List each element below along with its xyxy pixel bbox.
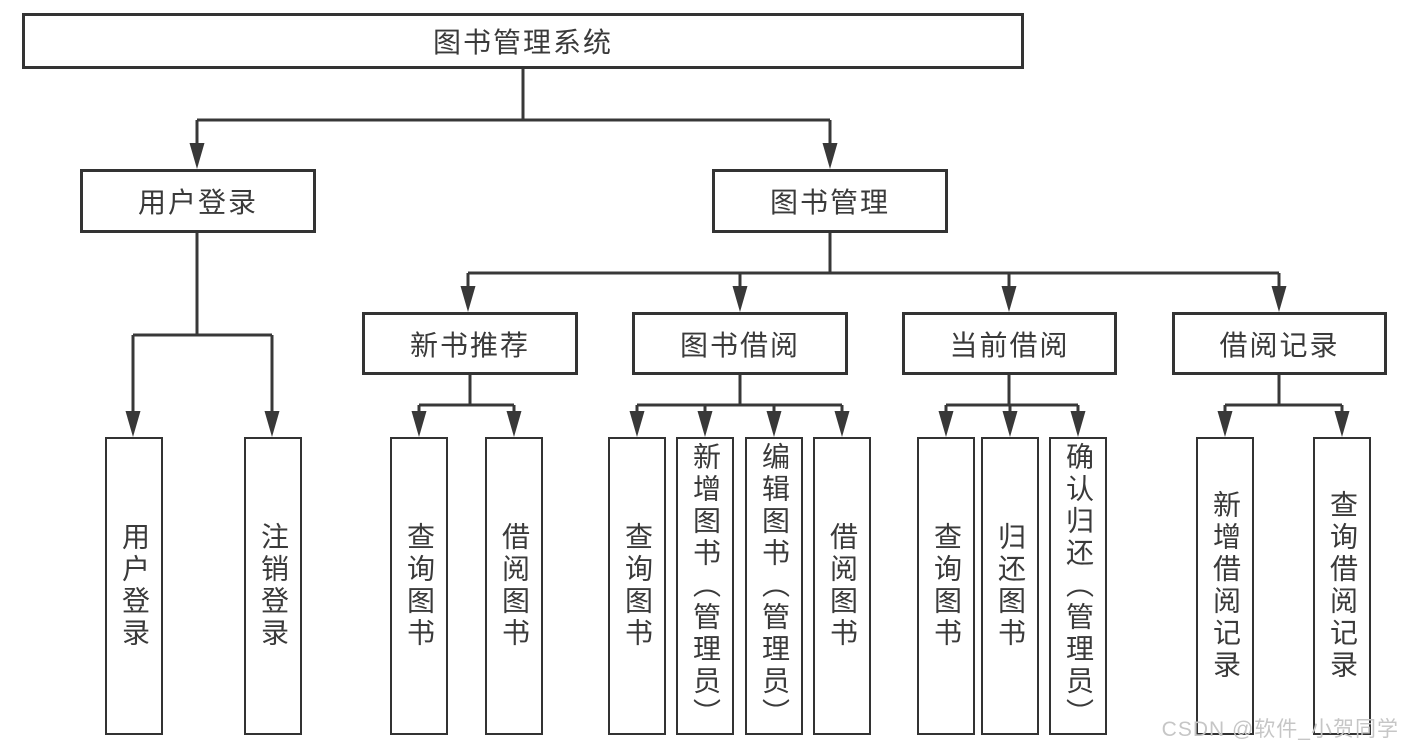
leaf-query-borrow-record: 查询借阅记录 [1313,437,1371,735]
arrowhead [822,143,838,169]
connector-records-split [1223,375,1344,415]
arrowhead [411,411,427,437]
connector-current-split [944,375,1080,415]
connector-root-split [195,69,832,147]
node-label: 借阅记录 [1219,329,1340,361]
node-label: 查询借阅记录 [1327,490,1358,682]
arrowhead [697,411,713,437]
leaf-user-login: 用户登录 [105,437,163,735]
node-borrow-records: 借阅记录 [1172,312,1387,375]
leaf-add-borrow-record: 新增借阅记录 [1196,437,1254,735]
node-book-management: 图书管理 [712,169,948,233]
arrowhead [189,143,205,169]
node-library-management-system: 图书管理系统 [22,13,1024,69]
arrowhead [264,411,280,437]
node-label: 当前借阅 [949,329,1070,361]
node-label: 确认归还（管理员） [1063,442,1094,730]
node-label: 新书推荐 [409,329,530,361]
node-label: 用户登录 [137,187,258,218]
node-label: 借阅图书 [827,522,858,650]
node-label: 注销登录 [258,522,289,650]
leaf-query-books-recommend: 查询图书 [390,437,448,735]
node-label: 图书借阅 [679,329,800,361]
node-label: 查询图书 [622,522,653,650]
node-label: 图书管理 [769,187,890,218]
arrowhead [125,411,141,437]
arrowhead [938,411,954,437]
node-label: 编辑图书（管理员） [759,442,790,730]
node-label: 查询图书 [404,522,435,650]
arrowhead [1070,411,1086,437]
leaf-query-books-borrow: 查询图书 [608,437,666,735]
node-label: 归还图书 [995,522,1026,650]
arrowhead [1334,411,1350,437]
node-label: 图书管理系统 [432,27,613,58]
node-book-borrow: 图书借阅 [632,312,848,375]
node-label: 查询图书 [931,522,962,650]
arrowhead [732,286,748,312]
node-label: 新增图书（管理员） [690,442,721,730]
node-new-book-recommend: 新书推荐 [362,312,578,375]
arrowhead [1271,286,1287,312]
leaf-query-books-current: 查询图书 [917,437,975,735]
leaf-borrow-books-recommend: 借阅图书 [485,437,543,735]
node-current-borrow: 当前借阅 [902,312,1117,375]
arrowhead [1217,411,1233,437]
arrowheads [125,143,1350,437]
arrowhead [766,411,782,437]
leaf-confirm-return-admin: 确认归还（管理员） [1049,437,1107,735]
connector-userlogin-split [131,233,274,415]
node-user-login: 用户登录 [80,169,316,233]
connector-bookmgmt-split [466,233,1281,289]
leaf-return-books: 归还图书 [981,437,1039,735]
leaf-add-books-admin: 新增图书（管理员） [676,437,734,735]
connector-newbook-split [417,375,516,415]
arrowhead [506,411,522,437]
node-label: 新增借阅记录 [1210,490,1241,682]
arrowhead [629,411,645,437]
leaf-logout: 注销登录 [244,437,302,735]
arrowhead [1002,411,1018,437]
arrowhead [834,411,850,437]
leaf-borrow-books: 借阅图书 [813,437,871,735]
arrowhead [1001,286,1017,312]
arrowhead [460,286,476,312]
leaf-edit-books-admin: 编辑图书（管理员） [745,437,803,735]
node-label: 借阅图书 [499,522,530,650]
csdn-watermark: CSDN @软件_小贺同学 [1161,718,1399,741]
connector-borrow-split [635,375,844,415]
node-label: 用户登录 [119,522,150,650]
